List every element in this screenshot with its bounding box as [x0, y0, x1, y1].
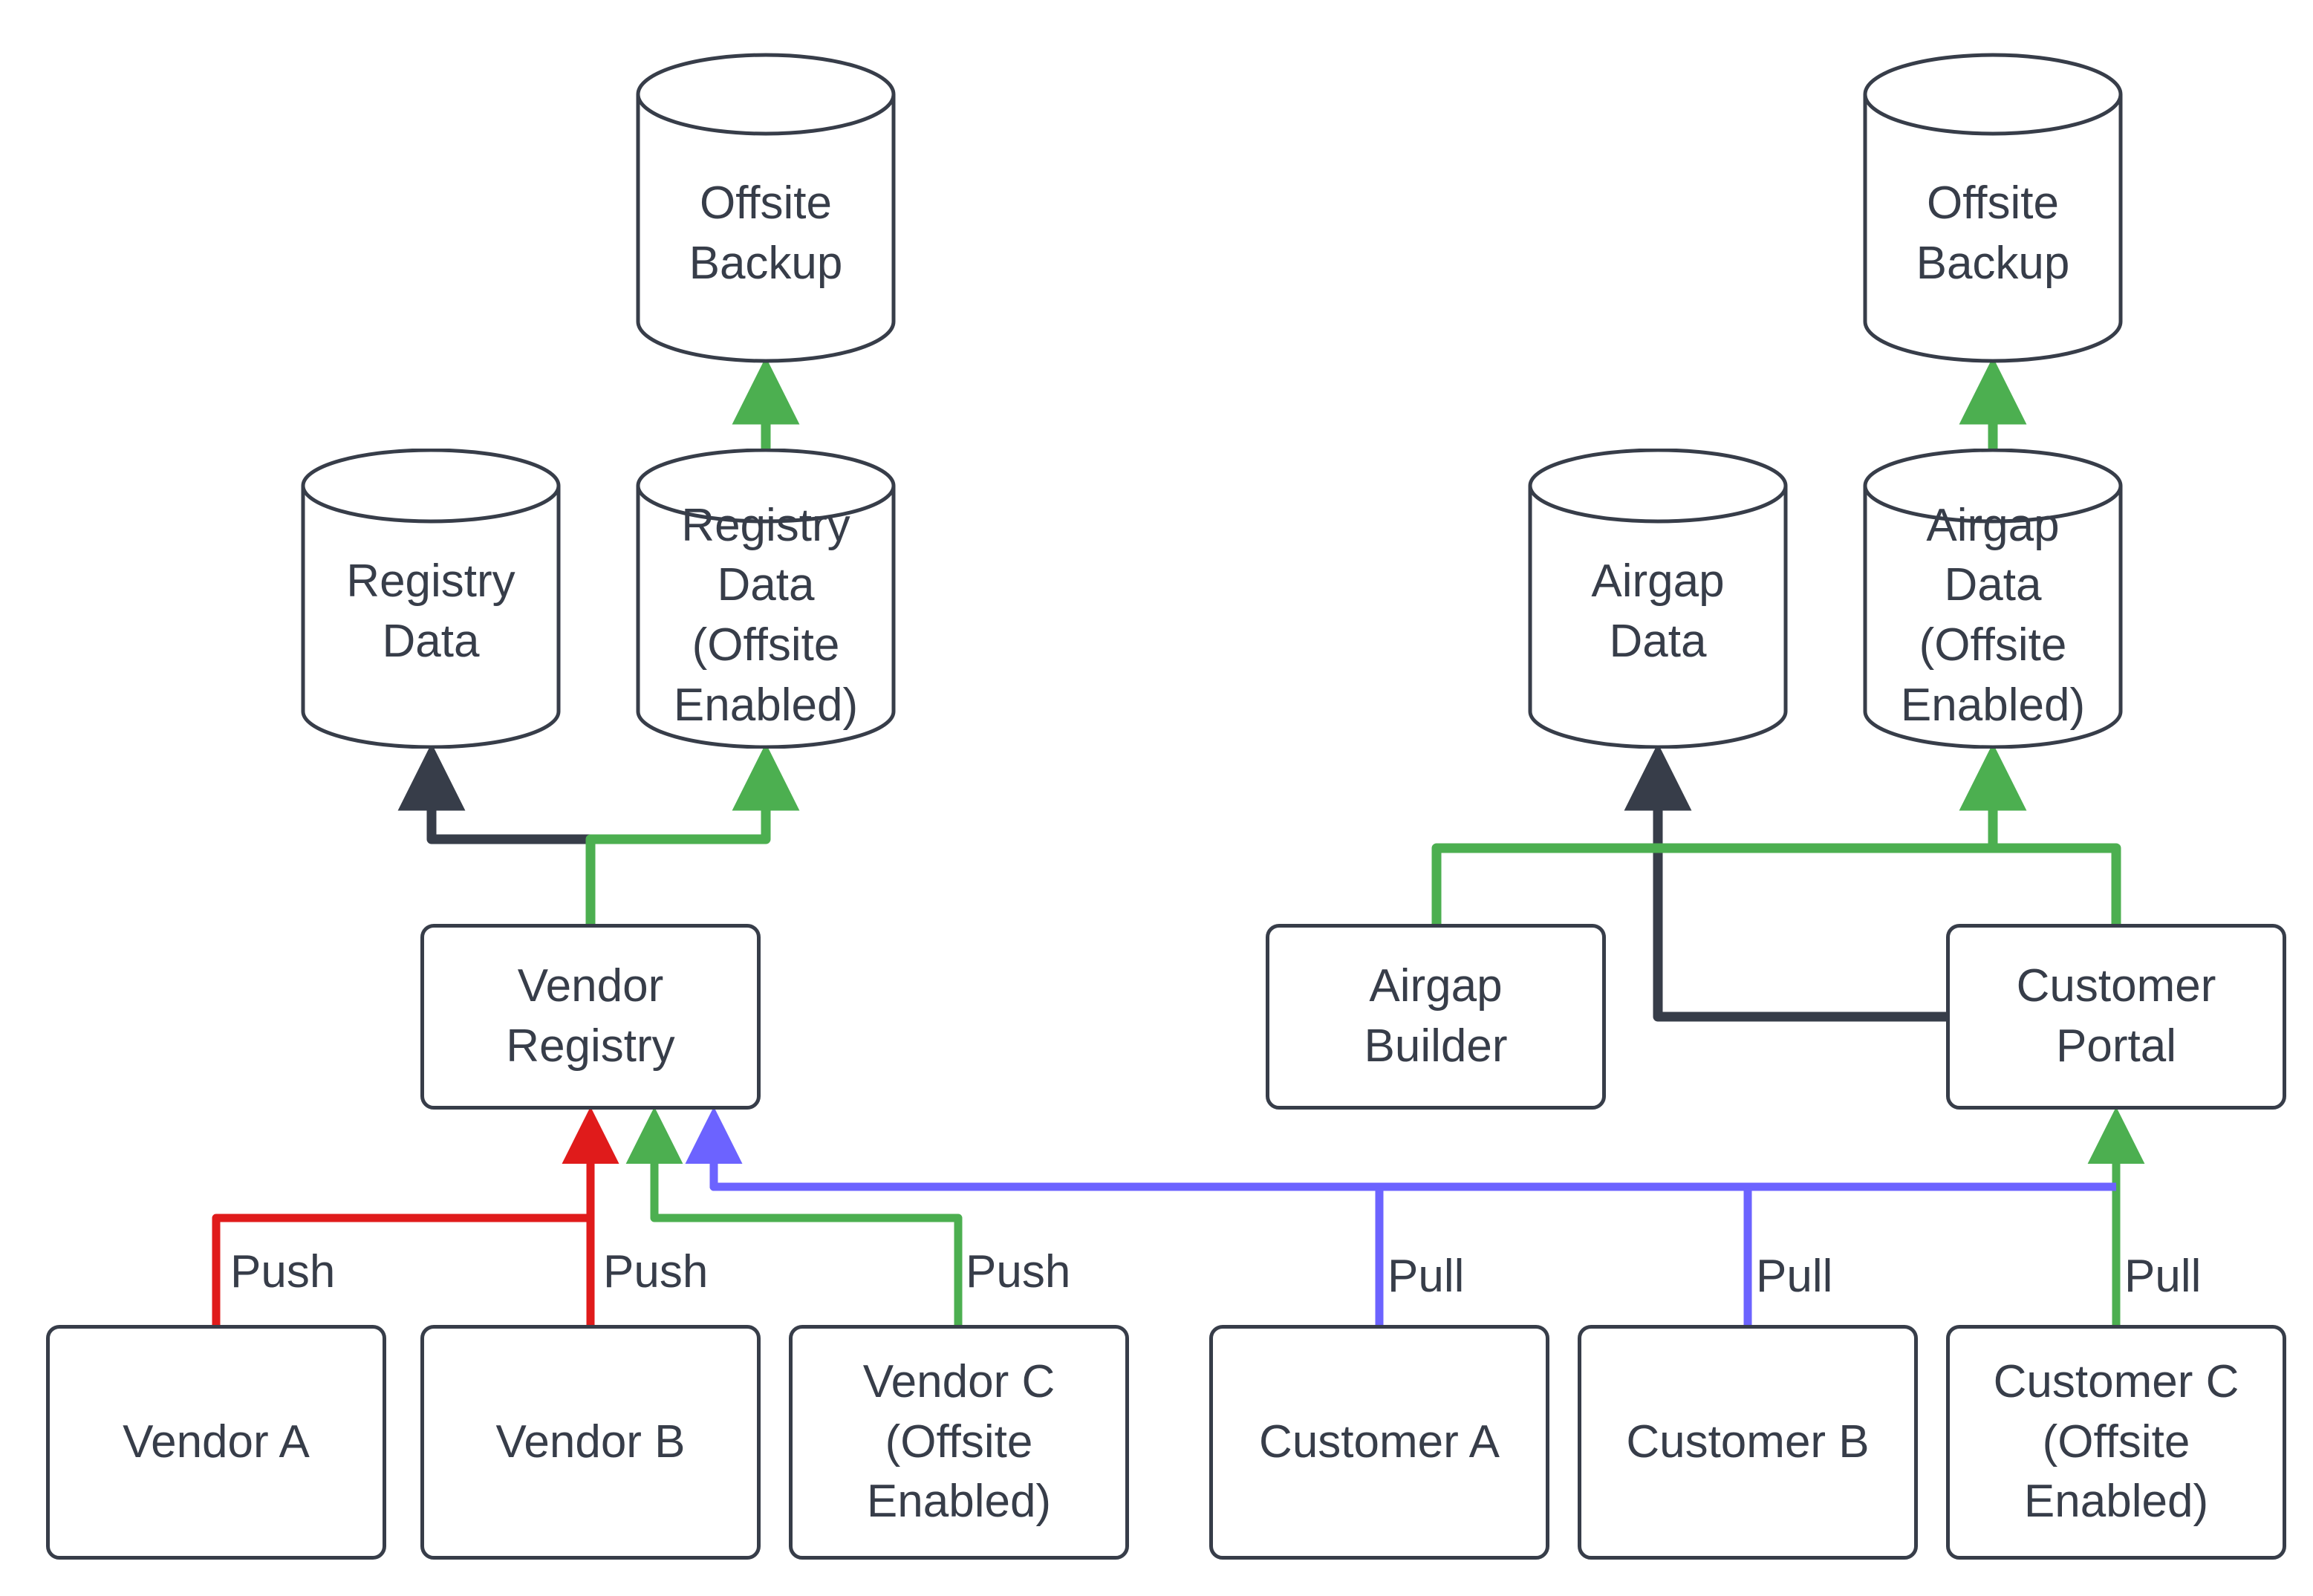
edge-label-pull-customer-a: Pull [1388, 1251, 1465, 1302]
node-vendor-b[interactable]: Vendor B [420, 1325, 761, 1560]
cylinder-shape [1863, 449, 2123, 749]
node-airgap-data[interactable]: Airgap Data [1527, 449, 1789, 749]
edge-label-push-vendor-a: Push [230, 1246, 336, 1297]
edge-label-push-vendor-b: Push [603, 1246, 709, 1297]
node-label: Offsite Backup [689, 177, 843, 289]
node-airgap-builder[interactable]: Airgap Builder [1266, 924, 1606, 1110]
node-customer-a[interactable]: Customer A [1209, 1325, 1549, 1560]
node-label: Registry Data [346, 556, 515, 667]
cylinder-shape [1863, 53, 2123, 363]
cylinder-shape [636, 449, 896, 749]
node-registry-data[interactable]: Registry Data [300, 449, 562, 749]
node-label: Registry Data (Offsite Enabled) [673, 499, 859, 731]
node-vendor-c[interactable]: Vendor C (Offsite Enabled) [789, 1325, 1129, 1560]
edge-label-pull-customer-c: Pull [2124, 1251, 2202, 1302]
node-label: Airgap Data (Offsite Enabled) [1900, 499, 2086, 731]
node-offsite-backup-left[interactable]: Offsite Backup [635, 52, 897, 364]
cylinder-shape [301, 449, 561, 749]
node-customer-c[interactable]: Customer C (Offsite Enabled) [1946, 1325, 2286, 1560]
node-vendor-registry[interactable]: Vendor Registry [420, 924, 761, 1110]
node-airgap-data-offsite[interactable]: Airgap Data (Offsite Enabled) [1862, 449, 2124, 749]
edge-label-pull-customer-b: Pull [1756, 1251, 1833, 1302]
cylinder-shape [636, 53, 896, 363]
edge-customer-b-to-vendor-registry [685, 1107, 1752, 1325]
node-customer-b[interactable]: Customer B [1578, 1325, 1918, 1560]
node-label: Offsite Backup [1916, 177, 2070, 289]
node-vendor-a[interactable]: Vendor A [46, 1325, 386, 1560]
node-offsite-backup-right[interactable]: Offsite Backup [1862, 52, 2124, 364]
edge-airgap-builder-riser [1431, 843, 2121, 924]
edge-customer-portal-to-airgap-data [1624, 743, 1946, 1022]
node-customer-portal[interactable]: Customer Portal [1946, 924, 2286, 1110]
cylinder-shape [1528, 449, 1788, 749]
node-registry-data-offsite[interactable]: Registry Data (Offsite Enabled) [635, 449, 897, 749]
edge-vendor-registry-to-registry-data [397, 743, 596, 924]
node-label: Airgap Data [1591, 556, 1725, 667]
edge-label-push-vendor-c: Push [966, 1246, 1071, 1297]
edge-vendor-registry-to-registry-data-offsite [585, 743, 800, 924]
